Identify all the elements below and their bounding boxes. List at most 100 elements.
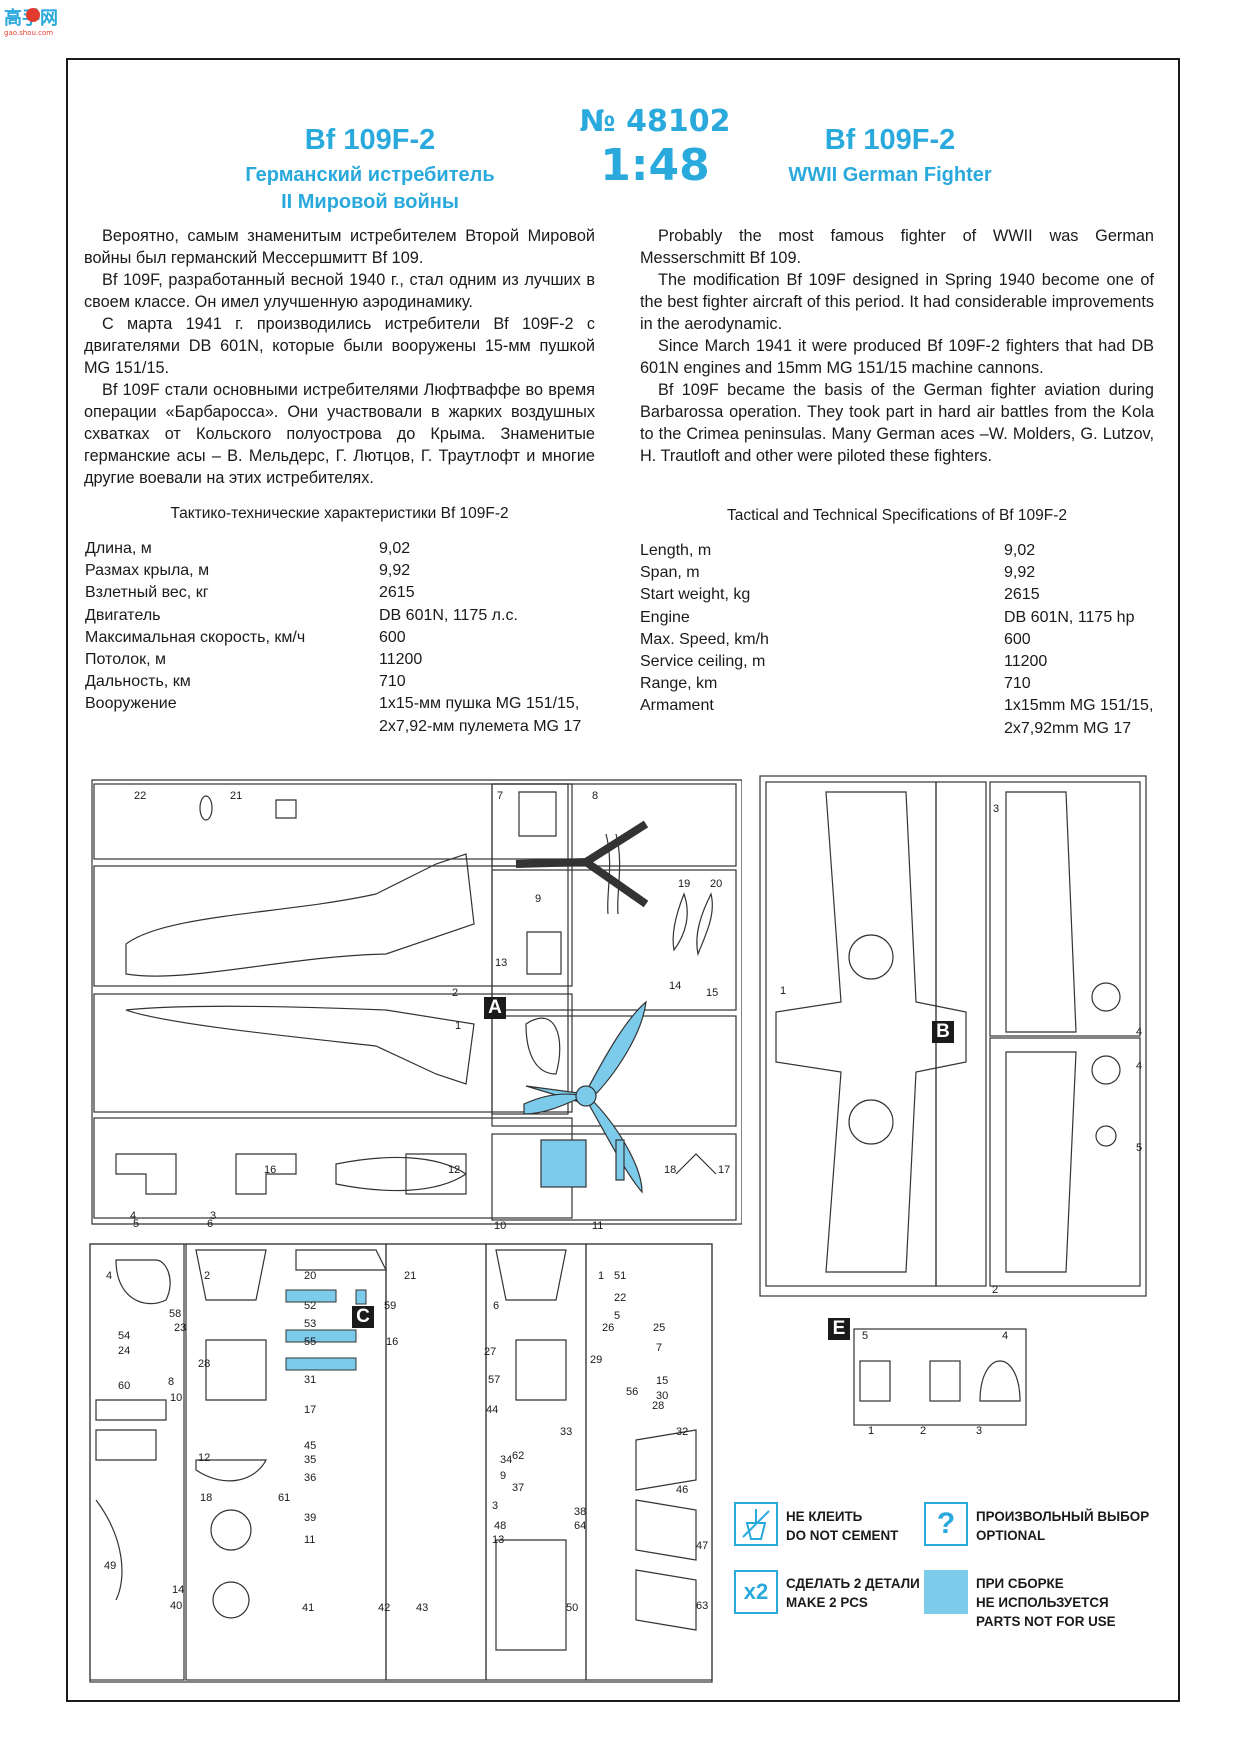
ru-paragraph: Bf 109F, разработанный весной 1940 г., с… bbox=[84, 271, 595, 311]
part-number: 40 bbox=[170, 1600, 183, 1612]
part-number: 23 bbox=[174, 1322, 187, 1334]
do-not-cement-label: НЕ КЛЕИТЬ DO NOT CEMENT bbox=[786, 1507, 898, 1545]
spec-label: Взлетный вес, кг bbox=[85, 584, 209, 602]
part-number: 2 bbox=[204, 1270, 211, 1282]
spec-value: 2x7,92mm MG 17 bbox=[1004, 719, 1132, 737]
part-number: 20 bbox=[710, 878, 723, 890]
part-number: 12 bbox=[198, 1452, 211, 1464]
part-number: 64 bbox=[574, 1520, 587, 1532]
spec-label: Вооружение bbox=[85, 695, 177, 713]
parts-not-for-use-label: ПРИ СБОРКЕ НЕ ИСПОЛЬЗУЕТСЯ PARTS NOT FOR… bbox=[976, 1574, 1116, 1631]
part-number: 35 bbox=[304, 1454, 317, 1466]
optional-en: OPTIONAL bbox=[976, 1528, 1046, 1543]
en-specs-title: Tactical and Technical Specifications of… bbox=[726, 507, 1068, 524]
part-number: 15 bbox=[656, 1375, 669, 1387]
part-number: 14 bbox=[669, 980, 682, 992]
spec-label: Дальность, км bbox=[85, 673, 191, 691]
part-number: 5 bbox=[133, 1218, 140, 1230]
part-number: 52 bbox=[304, 1300, 317, 1312]
part-number: 55 bbox=[304, 1336, 317, 1348]
part-number: 38 bbox=[574, 1506, 587, 1518]
spec-value: 2x7,92-мм пулемета MG 17 bbox=[379, 717, 582, 735]
make-two-en: MAKE 2 PCS bbox=[786, 1595, 868, 1610]
spec-label: Двигатель bbox=[85, 606, 161, 624]
ru-paragraph: Вероятно, самым знаменитым истребителем … bbox=[84, 227, 595, 267]
make-two-ru: СДЕЛАТЬ 2 ДЕТАЛИ bbox=[786, 1576, 920, 1591]
part-number: 24 bbox=[118, 1345, 131, 1357]
sprue-a-letter: A bbox=[484, 997, 506, 1019]
catalog-number: № 48102 bbox=[579, 104, 731, 139]
part-number: 1 bbox=[780, 985, 787, 997]
spec-value: 9,02 bbox=[1004, 542, 1036, 559]
part-number: 22 bbox=[614, 1292, 627, 1304]
sprue-e-letter: E bbox=[828, 1318, 850, 1340]
part-number: 4 bbox=[1002, 1330, 1009, 1342]
part-number: 60 bbox=[118, 1380, 131, 1392]
part-number: 4 bbox=[106, 1270, 113, 1282]
part-number: 16 bbox=[264, 1164, 277, 1176]
spec-label: Service ceiling, m bbox=[640, 652, 766, 670]
spec-row: Вооружение 1x15-мм пушка MG 151/15, bbox=[85, 693, 605, 715]
en-paragraph: Bf 109F became the basis of the German f… bbox=[640, 381, 1154, 465]
ru-paragraph: С марта 1941 г. производились истребител… bbox=[84, 315, 595, 377]
do-not-cement-icon bbox=[734, 1502, 778, 1546]
spec-value: 600 bbox=[379, 628, 406, 646]
spec-label: Размах крыла, м bbox=[85, 562, 210, 580]
part-number: 43 bbox=[416, 1602, 429, 1614]
part-number: 5 bbox=[614, 1310, 621, 1322]
spec-label: Max. Speed, km/h bbox=[640, 630, 769, 648]
ru-model-title: Bf 109F-2 bbox=[304, 124, 436, 156]
part-number: 56 bbox=[626, 1386, 639, 1398]
part-number: 10 bbox=[170, 1392, 183, 1404]
part-number: 58 bbox=[169, 1308, 182, 1320]
part-number: 37 bbox=[512, 1482, 525, 1494]
part-number: 36 bbox=[304, 1472, 317, 1484]
part-number: 7 bbox=[497, 790, 504, 802]
spec-label: Length, m bbox=[640, 542, 712, 559]
part-number: 2 bbox=[992, 1284, 999, 1296]
part-number: 54 bbox=[118, 1330, 131, 1342]
part-number: 9 bbox=[500, 1470, 507, 1482]
spec-value: 2615 bbox=[379, 584, 415, 602]
part-number: 8 bbox=[168, 1376, 175, 1388]
optional-ru: ПРОИЗВОЛЬНЫЙ ВЫБОР bbox=[976, 1509, 1150, 1524]
ru-paragraph: Bf 109F стали основными истребителями Лю… bbox=[84, 381, 595, 487]
part-number: 15 bbox=[706, 987, 719, 999]
scale-label: 1:48 bbox=[600, 140, 710, 191]
spec-label: Длина, м bbox=[85, 540, 152, 557]
spec-label: Engine bbox=[640, 608, 690, 626]
spec-value: 1x15-мм пушка MG 151/15, bbox=[379, 695, 580, 713]
part-number: 16 bbox=[386, 1336, 399, 1348]
site-logo: 高手网 gao.shou.com bbox=[2, 4, 70, 38]
part-number: 62 bbox=[512, 1450, 525, 1462]
part-number: 41 bbox=[302, 1602, 315, 1614]
part-number: 14 bbox=[172, 1584, 185, 1596]
make-two-label: СДЕЛАТЬ 2 ДЕТАЛИ MAKE 2 PCS bbox=[786, 1574, 920, 1612]
part-number: 13 bbox=[492, 1534, 505, 1546]
optional-icon: ? bbox=[924, 1502, 968, 1546]
part-number: 28 bbox=[652, 1400, 665, 1412]
spec-row: Взлетный вес, кг 2615 bbox=[85, 582, 605, 604]
sprue-b-drawing bbox=[759, 775, 1147, 1297]
logo-url: gao.shou.com bbox=[4, 29, 53, 37]
part-number: 28 bbox=[198, 1358, 211, 1370]
spec-value: 1x15mm MG 151/15, bbox=[1004, 697, 1154, 715]
part-number: 18 bbox=[200, 1492, 213, 1504]
part-number: 1 bbox=[455, 1020, 462, 1032]
spec-value: 710 bbox=[1004, 675, 1031, 693]
en-model-title: Bf 109F-2 bbox=[824, 124, 956, 156]
part-number: 46 bbox=[676, 1484, 689, 1496]
part-number: 3 bbox=[976, 1425, 983, 1437]
spec-value: 11200 bbox=[379, 650, 423, 668]
spec-value: 9,92 bbox=[379, 562, 411, 580]
part-number: 63 bbox=[696, 1600, 709, 1612]
part-number: 10 bbox=[494, 1220, 507, 1232]
part-number: 17 bbox=[718, 1164, 731, 1176]
part-number: 51 bbox=[614, 1270, 627, 1282]
not-use-ru-2: НЕ ИСПОЛЬЗУЕТСЯ bbox=[976, 1595, 1109, 1610]
